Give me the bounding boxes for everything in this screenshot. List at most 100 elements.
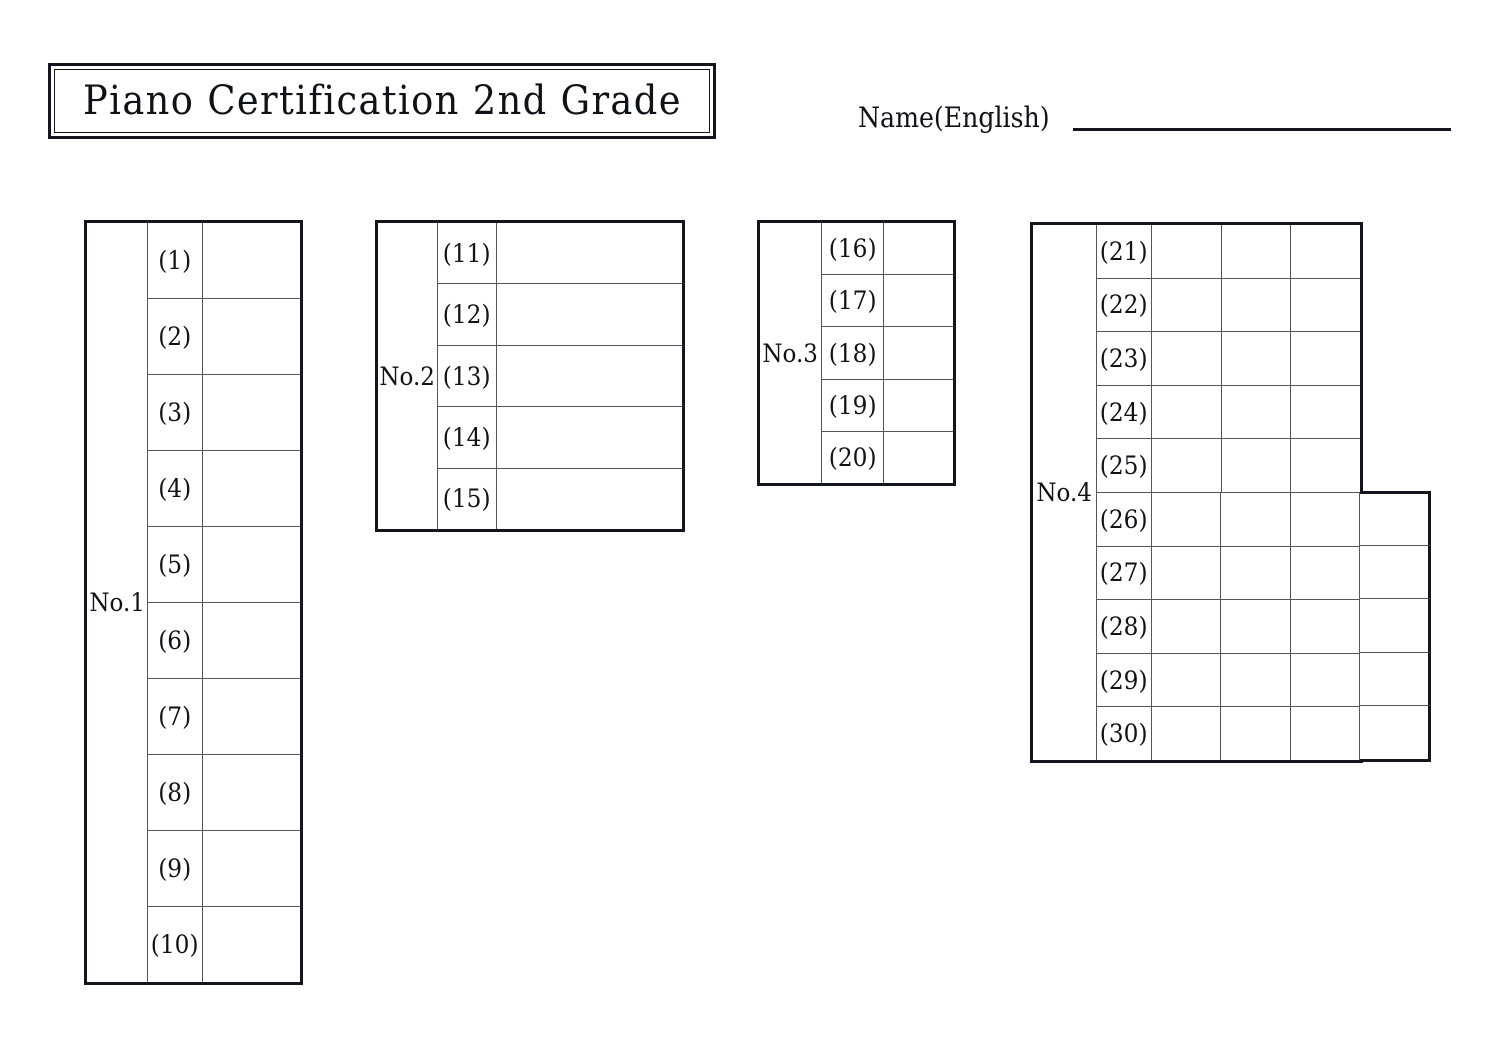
- question-number-text: (28): [1100, 611, 1148, 641]
- answer-cell[interactable]: [1152, 278, 1222, 332]
- answer-cell[interactable]: [1221, 492, 1291, 546]
- table-row: (11): [438, 223, 682, 285]
- table-row: (21): [1097, 225, 1360, 279]
- answer-cell[interactable]: [1222, 439, 1292, 492]
- table-row: (20): [822, 431, 953, 484]
- table-row: (5): [148, 527, 300, 603]
- answer-cell[interactable]: [1221, 707, 1291, 760]
- section-rows-no4: (21)(22)(23)(24)(25)(26)(27)(28)(29)(30): [1097, 225, 1431, 762]
- answer-cell[interactable]: [497, 469, 682, 529]
- question-number-cell: (26): [1097, 492, 1152, 546]
- answer-cell[interactable]: [1291, 225, 1360, 278]
- section-rows-no1: (1)(2)(3)(4)(5)(6)(7)(8)(9)(10): [148, 223, 300, 982]
- answer-cell[interactable]: [203, 679, 300, 754]
- question-number-text: (13): [443, 361, 491, 391]
- answer-cell[interactable]: [1222, 332, 1292, 385]
- question-number-cell: (1): [148, 223, 203, 298]
- name-field[interactable]: Name(English): [858, 104, 1451, 132]
- answer-cell[interactable]: [203, 375, 300, 450]
- table-row: (6): [148, 603, 300, 679]
- answer-cell[interactable]: [203, 831, 300, 906]
- answer-cell[interactable]: [1221, 600, 1291, 653]
- answer-cell[interactable]: [1152, 225, 1222, 278]
- answer-cell-extra-column[interactable]: [1360, 599, 1431, 653]
- answer-cell[interactable]: [1222, 385, 1292, 439]
- question-number-cell: (21): [1097, 225, 1152, 278]
- answer-cell[interactable]: [203, 223, 300, 298]
- question-number-cell: (14): [438, 407, 497, 468]
- table-row: (13): [438, 345, 682, 408]
- answer-cell[interactable]: [497, 407, 682, 467]
- answer-cell[interactable]: [1152, 439, 1222, 492]
- answer-cell-extra-column[interactable]: [1360, 706, 1431, 762]
- question-number-text: (27): [1100, 558, 1148, 588]
- answer-cell-extra-column[interactable]: [1360, 490, 1431, 546]
- table-row: (15): [438, 468, 682, 530]
- section-rows-no2: (11)(12) (13) (14)(15): [438, 223, 682, 530]
- question-number-text: (26): [1100, 504, 1148, 534]
- answer-cell[interactable]: [1291, 332, 1360, 385]
- question-number-cell: (25): [1097, 439, 1152, 492]
- question-number-cell: (5): [148, 527, 203, 602]
- answer-cell[interactable]: [1152, 492, 1222, 546]
- answer-cell[interactable]: [884, 380, 953, 431]
- answer-cell[interactable]: [497, 223, 682, 283]
- answer-cell[interactable]: [203, 755, 300, 830]
- question-number-text: (19): [828, 390, 877, 420]
- question-number-cell: (27): [1097, 546, 1152, 600]
- question-number-text: (16): [828, 234, 877, 264]
- question-number-cell: (3): [148, 375, 203, 450]
- answer-cell-extra-column[interactable]: [1360, 545, 1431, 600]
- question-number-text: (2): [158, 322, 192, 351]
- table-row: (8): [148, 755, 300, 831]
- answer-cell[interactable]: [884, 327, 953, 378]
- question-number-text: (29): [1100, 665, 1148, 695]
- answer-cell-extra-column[interactable]: [1360, 652, 1431, 707]
- section-rows-no3: (16)(17)(18)(19)(20): [822, 223, 953, 484]
- answer-cell[interactable]: [884, 432, 953, 483]
- answer-cell[interactable]: [203, 603, 300, 678]
- answer-cell[interactable]: [497, 346, 682, 406]
- answer-cell[interactable]: [1291, 386, 1360, 439]
- answer-cell[interactable]: [203, 299, 300, 374]
- answer-table-no1: No.1(1)(2)(3)(4)(5)(6)(7)(8)(9)(10): [84, 220, 303, 985]
- question-number-text: (4): [158, 474, 192, 503]
- table-row: (23): [1097, 332, 1360, 386]
- answer-cell[interactable]: [203, 527, 300, 602]
- answer-cell[interactable]: [1152, 332, 1222, 385]
- answer-cell[interactable]: [1291, 439, 1360, 492]
- answer-cell[interactable]: [1222, 225, 1292, 278]
- question-number-cell: (9): [148, 831, 203, 906]
- answer-cell[interactable]: [203, 907, 300, 982]
- answer-table-no3: No.3(16)(17)(18)(19)(20): [757, 220, 956, 486]
- table-row: (28): [1097, 599, 1431, 654]
- answer-cell[interactable]: [1221, 546, 1291, 600]
- question-number-text: (17): [828, 286, 877, 316]
- answer-cell[interactable]: [1291, 546, 1360, 600]
- answer-cell[interactable]: [1291, 707, 1360, 760]
- answer-cell[interactable]: [1291, 279, 1360, 332]
- answer-cell[interactable]: [1152, 707, 1222, 760]
- answer-cell[interactable]: [1152, 546, 1222, 600]
- question-number-cell: (23): [1097, 332, 1152, 385]
- answer-cell[interactable]: [884, 223, 953, 274]
- answer-cell[interactable]: [1291, 653, 1360, 707]
- answer-cell[interactable]: [1152, 653, 1222, 707]
- section-label-text: No.1: [89, 588, 145, 617]
- answer-cell[interactable]: [1152, 385, 1222, 439]
- answer-cell[interactable]: [1152, 600, 1222, 653]
- table-row: (12): [438, 284, 682, 346]
- answer-cell[interactable]: [1291, 600, 1360, 653]
- section-label-no2: No.2: [378, 223, 438, 529]
- answer-cell[interactable]: [497, 284, 682, 344]
- name-field-label: Name(English): [858, 101, 1050, 134]
- answer-cell[interactable]: [1291, 492, 1360, 546]
- question-number-cell: (20): [822, 431, 884, 484]
- answer-cell[interactable]: [1222, 278, 1292, 332]
- answer-cell[interactable]: [1221, 653, 1291, 707]
- question-number-cell: (10): [148, 907, 203, 982]
- name-field-write-line[interactable]: [1072, 128, 1451, 131]
- answer-cell[interactable]: [203, 451, 300, 526]
- table-row: (14): [438, 407, 682, 469]
- answer-cell[interactable]: [884, 275, 953, 326]
